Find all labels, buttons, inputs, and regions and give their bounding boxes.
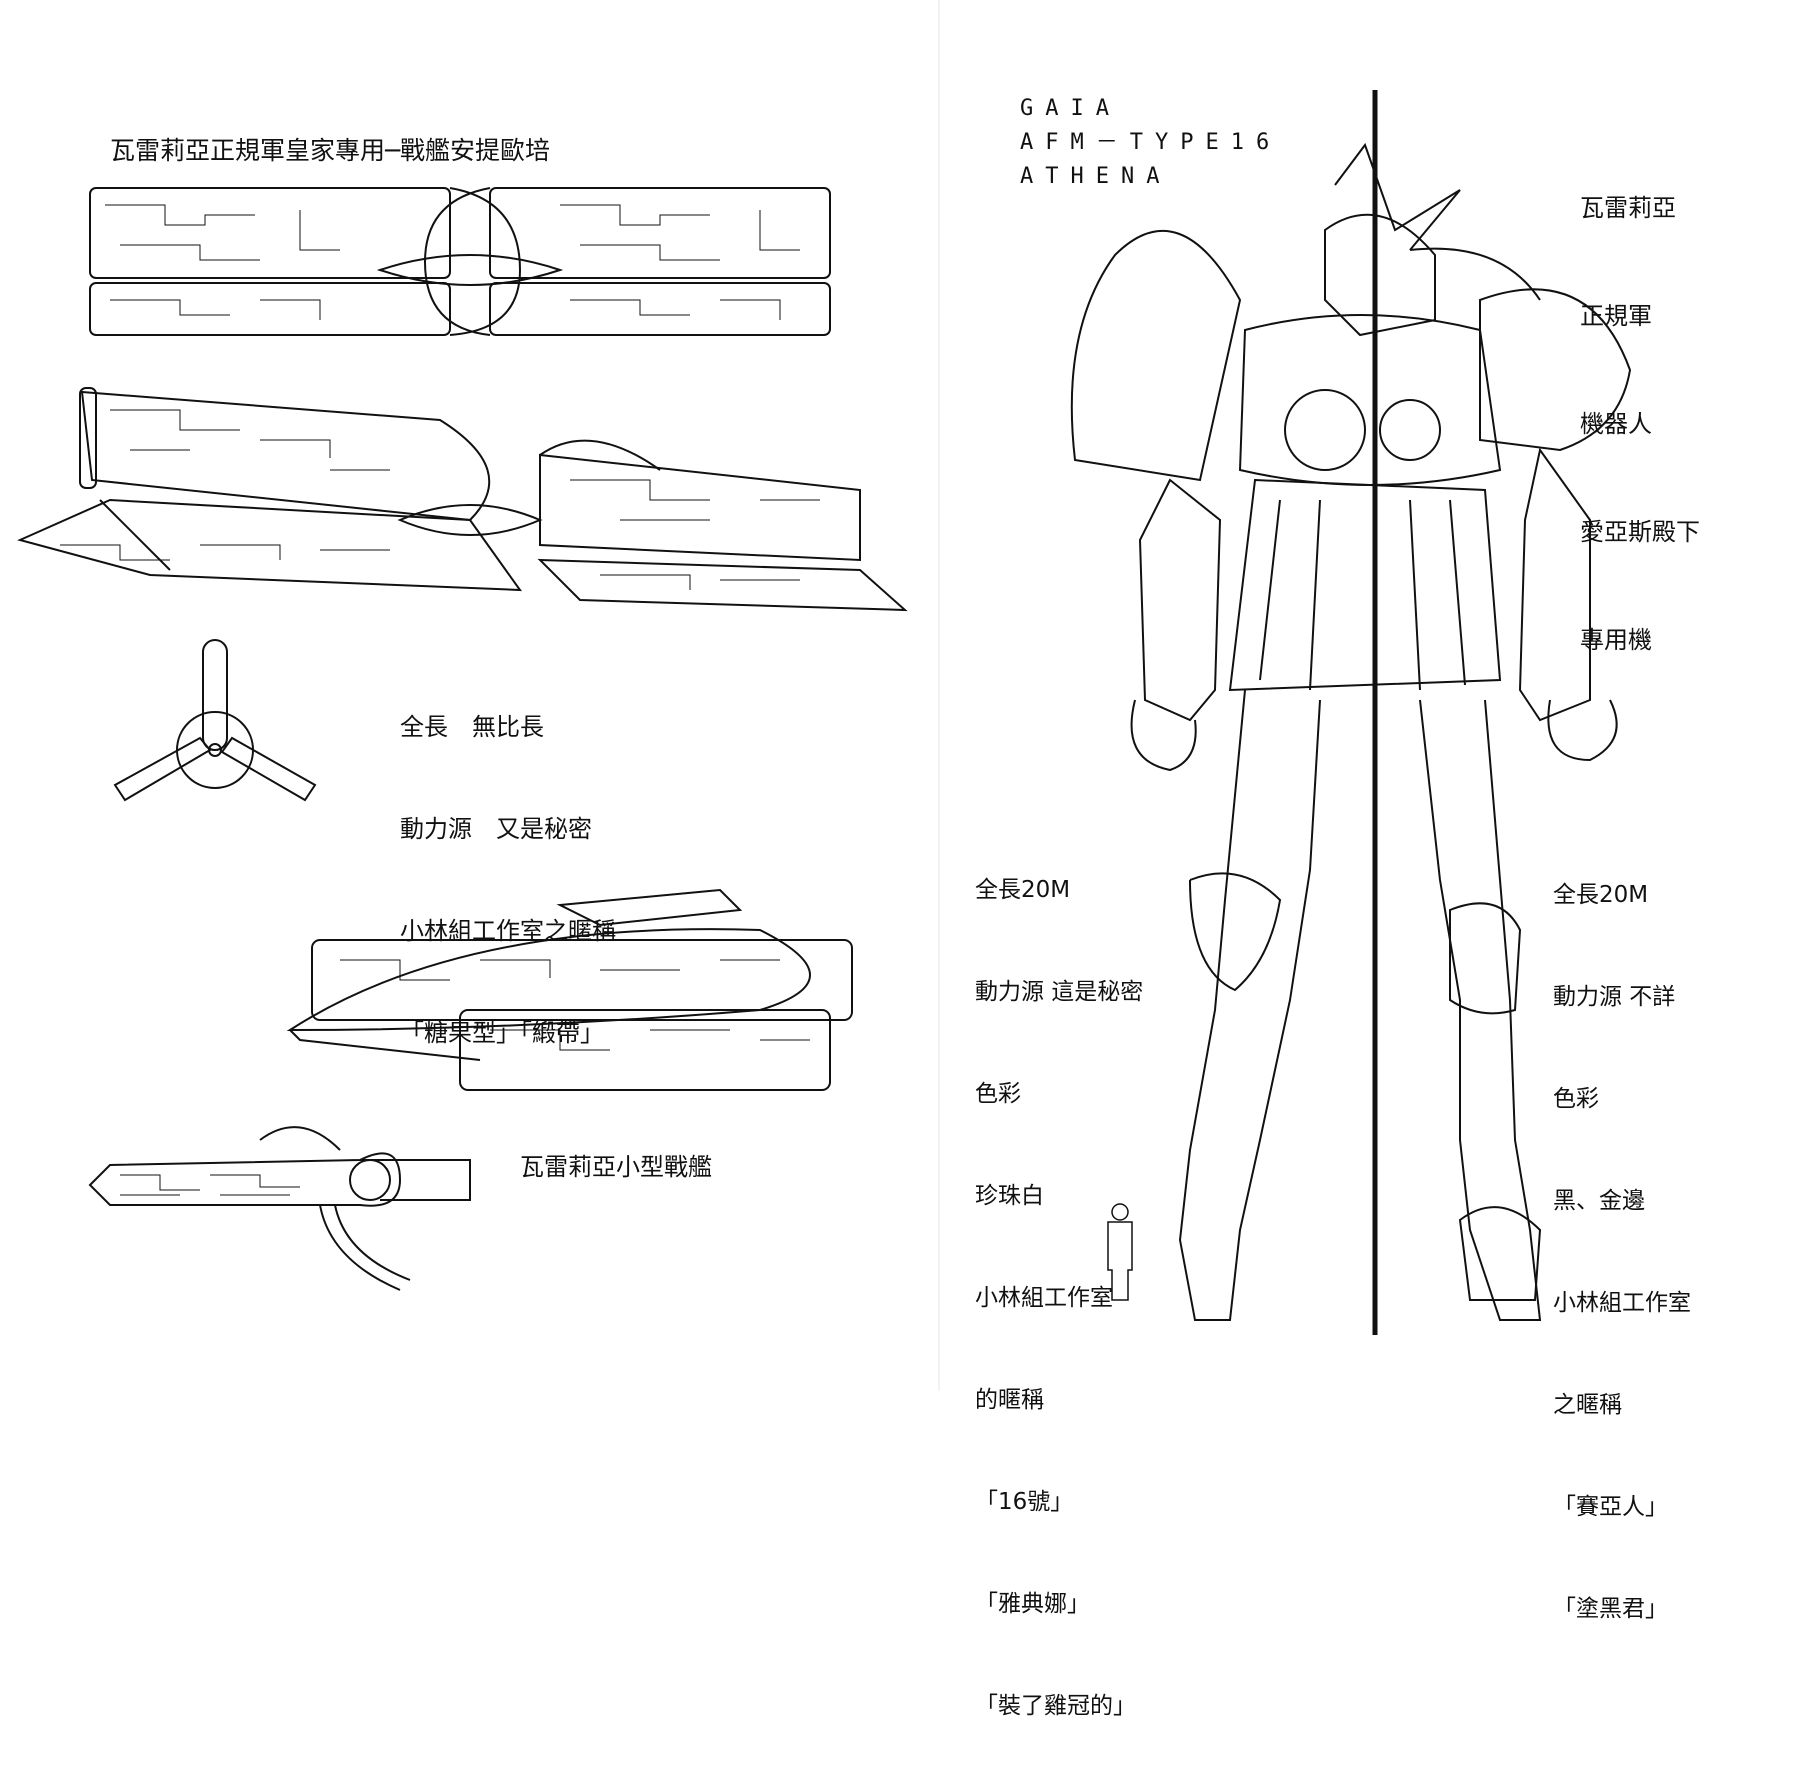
spec-line: 動力源 又是秘密 (400, 815, 592, 843)
battleship-specs: 全長 無比長 動力源 又是秘密 小林組工作室之暱稱 「糖果型」「緞帶」 (400, 642, 616, 1118)
right-page (940, 0, 1800, 1391)
pilot-line: 正規軍 (1580, 302, 1652, 330)
manga-spread: 瓦雷莉亞正規軍皇家專用─戰艦安提歐培 全長 無比長 動力源 又是秘密 小林組工作… (0, 0, 1800, 1719)
spec-line: 「16號」 (975, 1489, 1074, 1515)
left-page: 瓦雷莉亞正規軍皇家專用─戰艦安提歐培 全長 無比長 動力源 又是秘密 小林組工作… (0, 0, 940, 1391)
human-scale-figure-icon (1107, 1203, 1133, 1301)
spec-line: 全長 無比長 (400, 713, 544, 741)
battleship-perspective-icon (17, 387, 908, 612)
battleship-heading: 瓦雷莉亞正規軍皇家專用─戰艦安提歐培 (110, 136, 551, 165)
mech-illustration (1070, 90, 1632, 1335)
battleship-top-view-icon (89, 187, 831, 336)
spec-line: 小林組工作室 (975, 1285, 1113, 1311)
spec-line: 黑、金邊 (1553, 1188, 1645, 1214)
spec-line: 動力源 這是秘密 (975, 979, 1144, 1005)
spec-line: 小林組工作室之暱稱 (400, 917, 616, 945)
pilot-line: 機器人 (1580, 410, 1652, 438)
spec-line: 「裝了雞冠的」 (975, 1693, 1136, 1719)
spec-line: 「塗黑君」 (1553, 1596, 1668, 1622)
spec-line: 「糖果型」「緞帶」 (400, 1019, 604, 1047)
mech-model-title: GAIA AFM－TYPE16 ATHENA (1020, 92, 1281, 194)
battleship-front-view-icon (113, 639, 317, 802)
pilot-line: 專用機 (1580, 626, 1652, 654)
page-gutter (938, 0, 940, 1391)
spec-line: 全長20M (975, 877, 1071, 903)
spec-line: 色彩 (1553, 1086, 1599, 1112)
pilot-line: 瓦雷莉亞 (1580, 194, 1676, 222)
spec-line: 動力源 不詳 (1553, 984, 1676, 1010)
spec-line: 小林組工作室 (1553, 1290, 1691, 1316)
spec-line: 之暱稱 (1553, 1392, 1622, 1418)
spec-line: 色彩 (975, 1081, 1021, 1107)
spec-line: 全長20M (1553, 882, 1649, 908)
small-warship-perspective-icon (286, 888, 853, 1091)
specs-right: 全長20M 動力源 不詳 色彩 黑、金邊 小林組工作室 之暱稱 「賽亞人」 「塗… (1553, 810, 1691, 1694)
battleship-illustrations (17, 187, 908, 1291)
spec-line: 「雅典娜」 (975, 1591, 1090, 1617)
specs-left: 全長20M 動力源 這是秘密 色彩 珍珠白 小林組工作室 的暱稱 「16號」 「… (975, 805, 1143, 1791)
title-line: GAIA (1020, 96, 1121, 121)
spec-line: 的暱稱 (975, 1387, 1044, 1413)
athena-mech-icon (1070, 90, 1632, 1335)
small-warship-caption: 瓦雷莉亞小型戰艦 (520, 1153, 712, 1181)
pilot-note: 瓦雷莉亞 正規軍 機器人 愛亞斯殿下 專用機 (1580, 118, 1700, 730)
title-line: ATHENA (1020, 164, 1172, 189)
spec-line: 珍珠白 (975, 1183, 1044, 1209)
pilot-line: 愛亞斯殿下 (1580, 518, 1700, 546)
spec-line: 「賽亞人」 (1553, 1494, 1668, 1520)
small-warship-side-icon (88, 1126, 471, 1291)
title-line: AFM－TYPE16 (1020, 130, 1282, 155)
